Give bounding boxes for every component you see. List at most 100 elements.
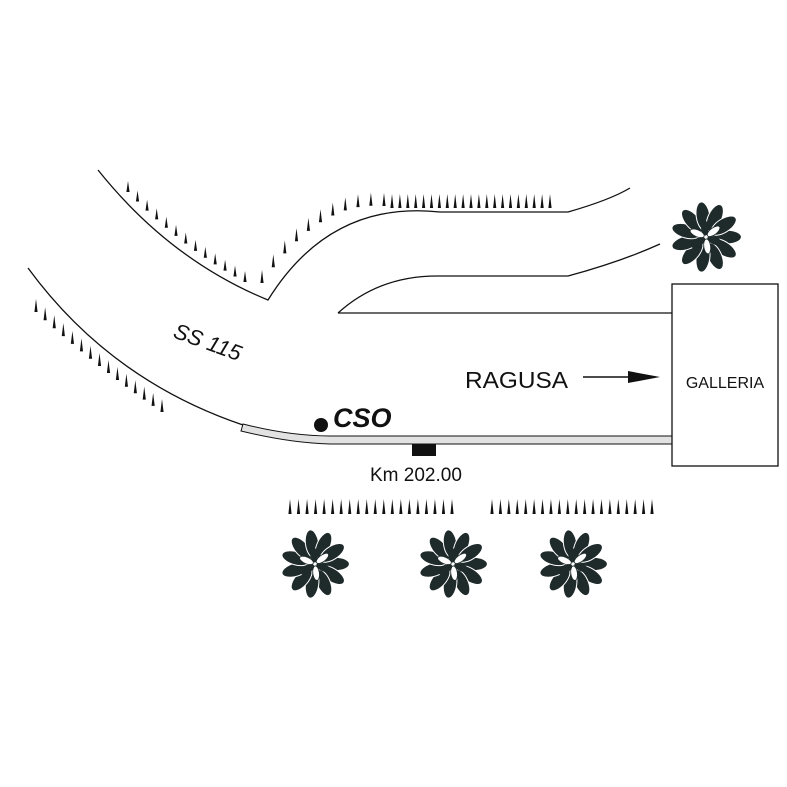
slope-hachure-icon bbox=[382, 499, 386, 514]
embankment-hachures bbox=[34, 181, 654, 514]
slope-hachure-icon bbox=[233, 265, 237, 277]
tree-icon bbox=[671, 201, 742, 273]
slope-hachure-icon bbox=[339, 499, 343, 514]
slope-hachure-icon bbox=[532, 194, 536, 208]
slope-hachure-icon bbox=[356, 194, 360, 208]
slope-hachure-icon bbox=[174, 224, 178, 236]
slope-hachure-icon bbox=[213, 253, 217, 265]
slope-hachure-icon bbox=[34, 299, 38, 312]
slope-hachure-icon bbox=[331, 499, 335, 514]
slope-hachure-icon bbox=[625, 499, 629, 514]
tree-icon bbox=[539, 529, 608, 599]
tree-icon bbox=[281, 529, 350, 599]
slope-hachure-icon bbox=[516, 194, 520, 208]
slope-hachure-icon bbox=[126, 181, 130, 192]
slope-hachure-icon bbox=[193, 239, 198, 251]
slope-hachure-icon bbox=[97, 353, 102, 366]
slope-hachure-icon bbox=[574, 499, 578, 514]
slope-hachure-icon bbox=[429, 194, 434, 208]
road-label: SS 115 bbox=[170, 318, 246, 366]
slope-hachure-icon bbox=[433, 499, 437, 514]
tree-symbols bbox=[281, 201, 742, 599]
slope-hachure-icon bbox=[373, 499, 377, 514]
slope-hachure-icon bbox=[343, 197, 347, 211]
slope-hachure-icon bbox=[164, 216, 168, 228]
tunnel-label: GALLERIA bbox=[686, 375, 765, 392]
slope-hachure-icon bbox=[498, 499, 503, 514]
direction-label: RAGUSA bbox=[465, 367, 569, 393]
slope-hachure-icon bbox=[390, 499, 394, 514]
slope-hachure-icon bbox=[549, 499, 553, 514]
slope-hachure-icon bbox=[416, 499, 420, 514]
slope-hachure-icon bbox=[348, 499, 352, 514]
slope-hachure-icon bbox=[485, 194, 489, 208]
slope-hachure-icon bbox=[407, 499, 411, 514]
slope-hachure-icon bbox=[422, 194, 426, 208]
slope-hachure-icon bbox=[203, 246, 207, 258]
road-shoulder bbox=[240, 423, 673, 445]
slope-hachure-icon bbox=[450, 499, 454, 514]
slope-hachure-icon bbox=[608, 499, 612, 514]
slope-hachure-icon bbox=[424, 499, 429, 514]
km-marker-icon bbox=[412, 444, 436, 456]
road-edge-upper-branch bbox=[97, 169, 631, 301]
slope-hachure-icon bbox=[296, 499, 301, 514]
site-marker-icon bbox=[314, 418, 328, 432]
slope-hachure-icon bbox=[331, 202, 335, 216]
tree-icon bbox=[419, 529, 488, 599]
slope-hachure-icon bbox=[477, 194, 481, 208]
road-edge-ramp bbox=[337, 243, 661, 314]
slope-hachure-icon bbox=[641, 499, 646, 514]
slope-hachure-icon bbox=[184, 232, 188, 244]
slope-hachure-icon bbox=[382, 193, 386, 206]
slope-hachure-icon bbox=[151, 392, 155, 406]
slope-hachure-icon bbox=[306, 217, 310, 231]
slope-hachure-icon bbox=[399, 499, 403, 514]
slope-hachure-icon bbox=[106, 360, 111, 374]
slope-hachure-icon bbox=[508, 194, 513, 208]
slope-hachure-icon bbox=[283, 240, 287, 254]
slope-hachure-icon bbox=[260, 270, 264, 283]
slope-hachure-icon bbox=[490, 499, 494, 514]
slope-hachure-icon bbox=[524, 194, 528, 208]
slope-hachure-icon bbox=[223, 259, 227, 271]
slope-hachure-icon bbox=[583, 499, 587, 514]
slope-hachure-icon bbox=[318, 209, 323, 223]
slope-hachure-icon bbox=[469, 194, 473, 208]
slope-hachure-icon bbox=[461, 194, 465, 208]
slope-hachure-icon bbox=[453, 194, 457, 208]
slope-hachure-icon bbox=[88, 345, 93, 359]
slope-hachure-icon bbox=[124, 373, 129, 387]
slope-hachure-icon bbox=[524, 499, 528, 514]
slope-hachure-icon bbox=[548, 194, 552, 208]
slope-hachure-icon bbox=[155, 208, 159, 220]
site-label: CSO bbox=[333, 403, 392, 433]
slope-hachure-icon bbox=[414, 194, 418, 208]
slope-hachure-icon bbox=[566, 499, 570, 514]
slope-hachure-icon bbox=[540, 194, 544, 208]
slope-hachure-icon bbox=[441, 499, 446, 514]
slope-hachure-icon bbox=[599, 499, 604, 514]
slope-hachure-icon bbox=[515, 499, 519, 514]
slope-hachure-icon bbox=[437, 194, 441, 208]
slope-hachure-icon bbox=[135, 190, 140, 202]
slope-hachure-icon bbox=[616, 499, 620, 514]
slope-hachure-icon bbox=[356, 499, 360, 514]
slope-hachure-icon bbox=[142, 386, 146, 400]
slope-hachure-icon bbox=[650, 499, 654, 514]
slope-hachure-icon bbox=[43, 307, 47, 321]
slope-hachure-icon bbox=[305, 499, 309, 514]
slope-hachure-icon bbox=[322, 499, 326, 514]
slope-hachure-icon bbox=[390, 194, 394, 208]
slope-hachure-icon bbox=[288, 499, 292, 514]
slope-hachure-icon bbox=[507, 499, 511, 514]
slope-hachure-icon bbox=[557, 499, 561, 514]
slope-hachure-icon bbox=[52, 315, 56, 329]
slope-hachure-icon bbox=[501, 194, 505, 208]
slope-hachure-icon bbox=[271, 254, 275, 268]
direction-arrow-icon bbox=[628, 371, 660, 383]
slope-hachure-icon bbox=[591, 499, 595, 514]
slope-hachure-icon bbox=[115, 366, 120, 380]
slope-hachure-icon bbox=[493, 194, 497, 208]
